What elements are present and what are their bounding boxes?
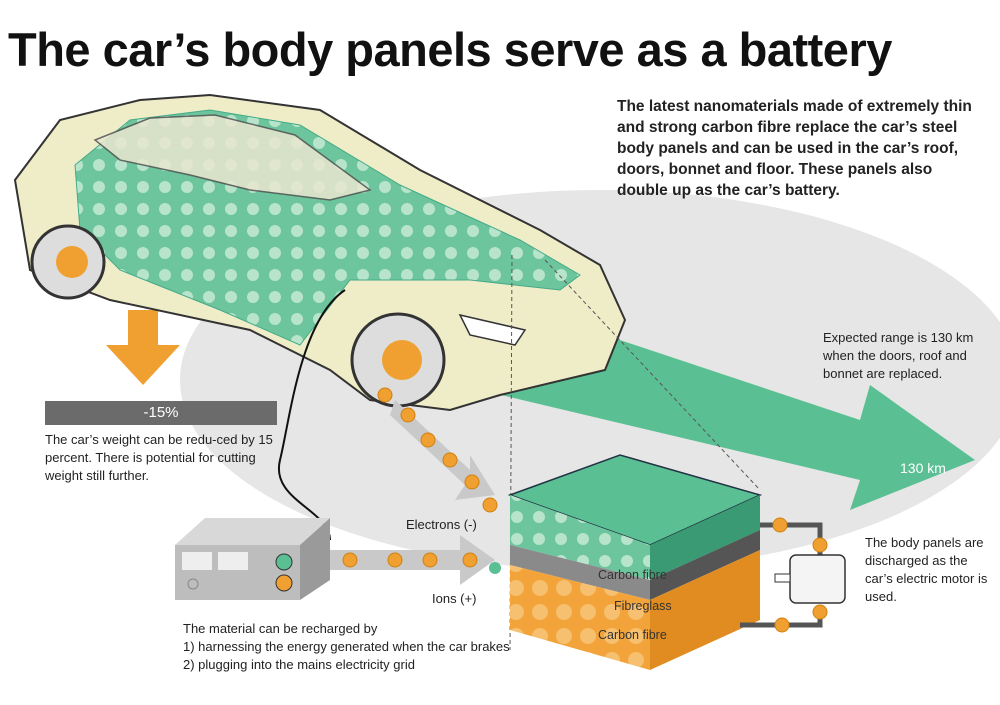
- page-title: The car’s body panels serve as a battery: [8, 23, 892, 76]
- discharge-text: The body panels are discharged as the ca…: [865, 535, 988, 604]
- charger-unit: [175, 518, 330, 600]
- recharge-heading: The material can be recharged by: [183, 621, 378, 636]
- motor-icon: [774, 554, 846, 604]
- intro-text: The latest nanomaterials made of extreme…: [617, 98, 972, 199]
- range-arrow-label: 130 km: [900, 460, 946, 476]
- electrons-label: Electrons (-): [406, 517, 477, 532]
- weight-arrow-icon: [106, 310, 180, 385]
- battery-block: [507, 454, 763, 670]
- electron-flow-arrow: [390, 400, 495, 500]
- ions-label: Ions (+): [432, 591, 477, 606]
- range-text: Expected range is 130 km when the doors,…: [823, 330, 974, 381]
- recharge-item: 1) harnessing the energy generated when …: [183, 639, 510, 654]
- weight-reduction-badge: -15%: [45, 401, 277, 425]
- recharge-item: 2) plugging into the mains electricity g…: [183, 657, 415, 672]
- weight-text: The car’s weight can be redu-ced by 15 p…: [45, 432, 273, 483]
- car-windows: [93, 114, 372, 201]
- ion-flow-arrow: [330, 535, 495, 585]
- layer-label-carbon-top: Carbon fibre: [598, 568, 667, 582]
- charging-cable: [277, 289, 346, 541]
- layer-label-fibreglass: Fibreglass: [614, 599, 672, 613]
- layer-label-carbon-bottom: Carbon fibre: [598, 628, 667, 642]
- recharge-text: The material can be recharged by 1) harn…: [183, 620, 583, 674]
